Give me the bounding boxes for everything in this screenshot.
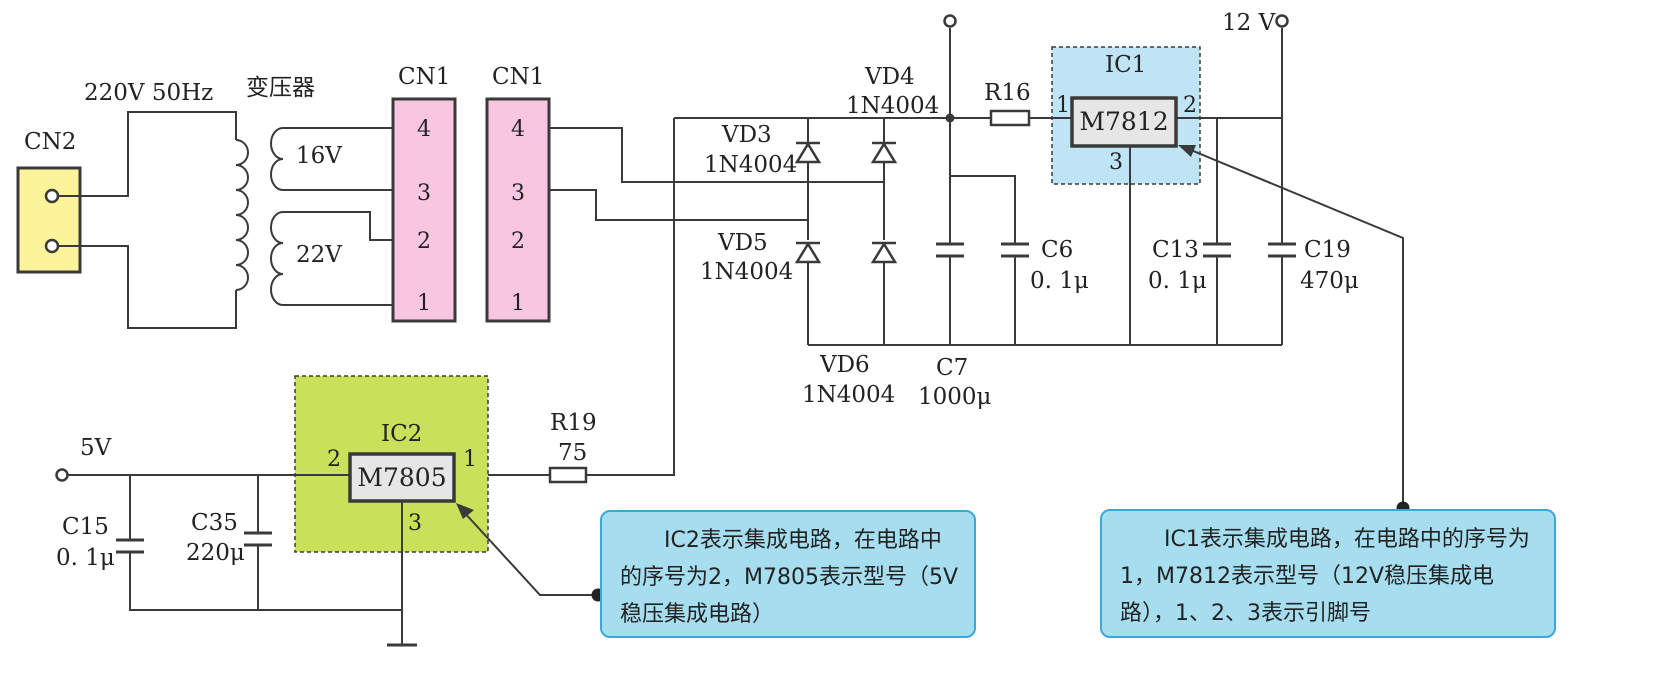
terminal-5v xyxy=(55,468,69,482)
c6-label: C6 xyxy=(1041,237,1073,263)
ic2-note-text: IC2表示集成电路，在电路中的序号为2，M7805表示型号（5V稳压集成电路） xyxy=(620,528,959,627)
ic2-regulator xyxy=(348,452,456,503)
transformer-secondary-22v xyxy=(270,211,284,306)
winding-16v-label: 16V xyxy=(296,143,342,169)
ic1-regulator xyxy=(1070,96,1178,148)
ic1-pin-1: 1 xyxy=(1056,93,1070,118)
ic1-label: IC1 xyxy=(1105,52,1146,78)
cn1-right-label: CN1 xyxy=(492,64,544,90)
mains-wire-bottom xyxy=(58,245,237,329)
ic1-pin-3: 3 xyxy=(1109,150,1123,175)
ic1-note: IC1表示集成电路，在电路中的序号为1，M7812表示型号（12V稳压集成电路）… xyxy=(1100,509,1556,638)
ic2-callout-line xyxy=(461,509,598,596)
c13-label: C13 xyxy=(1152,237,1199,263)
ic1-pin-2: 2 xyxy=(1183,93,1197,118)
transformer-secondary-16v xyxy=(270,127,284,191)
terminal-12v xyxy=(1275,14,1289,28)
c7-label: C7 xyxy=(936,355,968,381)
winding-22v-label: 22V xyxy=(296,242,342,268)
c15-branch xyxy=(129,475,402,611)
capacitor-c35 xyxy=(244,531,272,547)
capacitor-c6 xyxy=(1001,242,1029,258)
ic1-model: M7812 xyxy=(1079,107,1168,136)
capacitor-c19 xyxy=(1268,242,1296,258)
vd5-label: VD5 xyxy=(717,230,768,256)
cn1-left-pin-2: 2 xyxy=(417,229,431,254)
vd3-label: VD3 xyxy=(721,122,772,148)
r19-value: 75 xyxy=(558,440,587,466)
c19-label: C19 xyxy=(1304,237,1351,263)
cn1-right-pin-1: 1 xyxy=(511,291,525,316)
r19-label: R19 xyxy=(550,410,597,436)
c35-value: 220μ xyxy=(186,540,245,566)
ic2-pin-1: 1 xyxy=(463,447,477,472)
c6-value: 0. 1μ xyxy=(1030,268,1089,294)
cn1-right-pin-2: 2 xyxy=(511,229,525,254)
transformer-label: 变压器 xyxy=(246,75,315,101)
wire-cn1-pin3-to-bridge xyxy=(549,189,808,221)
c15-value: 0. 1μ xyxy=(56,545,115,571)
cn1-left-pin-1: 1 xyxy=(417,291,431,316)
ic1-callout-arrowhead xyxy=(1178,145,1196,157)
diode-vd3 xyxy=(794,141,822,164)
c6-branch xyxy=(950,175,1016,345)
c13-value: 0. 1μ xyxy=(1148,268,1207,294)
capacitor-c13 xyxy=(1203,242,1231,258)
ic2-pin-3: 3 xyxy=(408,511,422,536)
ic2-note: IC2表示集成电路，在电路中的序号为2，M7805表示型号（5V稳压集成电路） xyxy=(600,510,976,638)
diode-vd4 xyxy=(870,141,898,164)
vd4-part: 1N4004 xyxy=(846,93,939,119)
cn2-pin-top xyxy=(44,188,60,204)
wire-cn1-pin4-to-bridge xyxy=(549,127,884,183)
diode-vd5 xyxy=(794,241,822,264)
cn1-left-pin-3: 3 xyxy=(417,181,431,206)
ic1-callout-line xyxy=(1185,147,1404,508)
vd5-part: 1N4004 xyxy=(700,259,793,285)
vd4-label: VD4 xyxy=(864,64,915,90)
v5-label: 5V xyxy=(80,435,112,461)
cn1-left-pin-4: 4 xyxy=(417,117,431,142)
cn1-right-pin-4: 4 xyxy=(511,117,525,142)
capacitor-c7 xyxy=(936,242,964,258)
cn2-label: CN2 xyxy=(24,129,76,155)
vd6-label: VD6 xyxy=(819,352,870,378)
resistor-r19 xyxy=(548,466,588,484)
cn1-left-connector xyxy=(391,97,457,323)
top-terminal xyxy=(943,14,957,28)
diode-vd6 xyxy=(870,241,898,264)
cn2-pin-bottom xyxy=(44,238,60,254)
capacitor-c15 xyxy=(116,538,144,554)
wire-rail-to-r19 xyxy=(585,118,675,476)
cn1-right-connector xyxy=(485,97,551,323)
resistor-r16 xyxy=(989,109,1031,127)
c15-label: C15 xyxy=(62,514,109,540)
mains-wire-top xyxy=(58,111,237,197)
c7-value: 1000μ xyxy=(918,384,992,410)
ic2-callout-arrowhead xyxy=(456,503,474,519)
wire-22v-top xyxy=(283,211,393,241)
vd6-part: 1N4004 xyxy=(802,382,895,408)
cn2-connector xyxy=(16,166,82,274)
c35-label: C35 xyxy=(191,510,238,536)
ic2-model: M7805 xyxy=(357,463,446,492)
mains-label: 220V 50Hz xyxy=(84,80,213,106)
c19-value: 470μ xyxy=(1300,268,1359,294)
ic2-label: IC2 xyxy=(381,421,422,447)
cn1-left-label: CN1 xyxy=(398,64,450,90)
vd3-part: 1N4004 xyxy=(704,152,797,178)
ic2-pin-2: 2 xyxy=(327,447,341,472)
ic1-note-text: IC1表示集成电路，在电路中的序号为1，M7812表示型号（12V稳压集成电路）… xyxy=(1120,527,1530,626)
cn1-right-pin-3: 3 xyxy=(511,181,525,206)
v12-label: 12 V xyxy=(1222,10,1276,36)
transformer-primary-coil xyxy=(235,139,249,291)
r16-label: R16 xyxy=(984,80,1031,106)
junction-dot xyxy=(945,113,955,123)
